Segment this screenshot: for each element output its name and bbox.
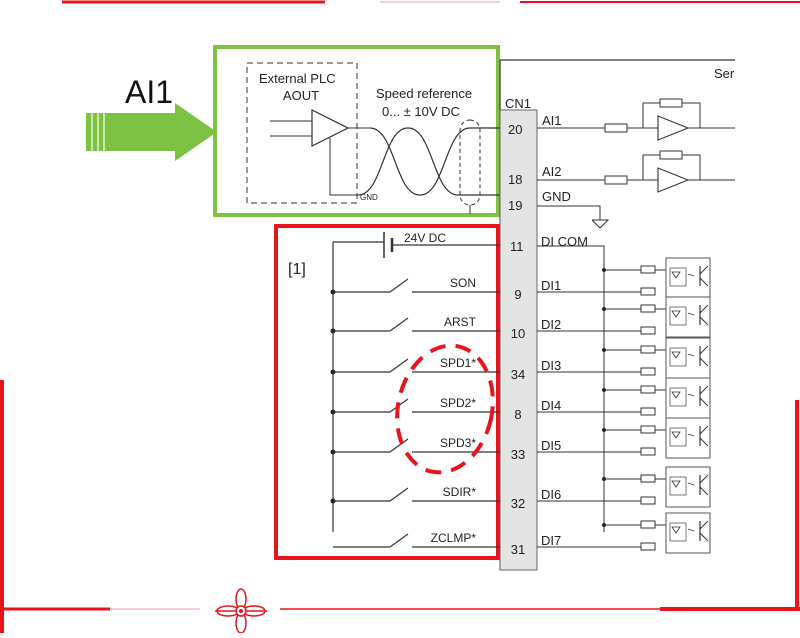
optocoupler-icon bbox=[665, 257, 711, 299]
speed-range-label: 0... ± 10V DC bbox=[382, 104, 460, 119]
pin-number: 10 bbox=[511, 326, 525, 341]
cn1-label: CN1 bbox=[505, 96, 531, 111]
gnd-small-label: GND bbox=[360, 193, 378, 202]
optocoupler-icon bbox=[665, 512, 711, 554]
di-label: DI2 bbox=[541, 317, 561, 332]
switch-row: SPD1* 34 DI3 bbox=[330, 337, 711, 382]
pin-number: 32 bbox=[511, 496, 525, 511]
optocoupler-icon bbox=[665, 377, 711, 419]
plc-highlight-box bbox=[213, 45, 500, 217]
ai1-big-label: AI1 bbox=[125, 74, 173, 110]
di-label: DI1 bbox=[541, 278, 561, 293]
pin-number: 8 bbox=[514, 407, 521, 422]
pin-signal: AI1 bbox=[542, 113, 562, 128]
dicom-pin-number: 11 bbox=[510, 239, 524, 254]
ai1-arrow-icon bbox=[86, 103, 217, 161]
di-highlight-box bbox=[274, 224, 500, 560]
cable-shield bbox=[459, 119, 481, 206]
switch-contact-icon bbox=[389, 438, 409, 453]
optocoupler-icon bbox=[665, 466, 711, 508]
switch-contact-icon bbox=[389, 533, 409, 548]
spd-highlight-ellipse bbox=[395, 343, 495, 475]
pin-number: 34 bbox=[511, 367, 525, 382]
crosshair-propeller-icon bbox=[215, 588, 267, 634]
plc-dashed-box bbox=[246, 62, 358, 204]
di-label: DI6 bbox=[541, 487, 561, 502]
switch-contact-icon bbox=[389, 317, 409, 332]
switch-row: SDIR* 32 DI6 bbox=[330, 466, 711, 511]
pin-number: 33 bbox=[511, 447, 525, 462]
switch-row: ZCLMP* 31 DI7 bbox=[333, 512, 711, 557]
cn1-connector bbox=[499, 109, 538, 571]
pin-number: 9 bbox=[514, 287, 521, 302]
optocoupler-icon bbox=[665, 296, 711, 338]
switch-row: SPD2* 8 DI4 bbox=[330, 377, 711, 422]
aout-label: AOUT bbox=[283, 88, 319, 103]
pin-number: 20 bbox=[508, 122, 522, 137]
switch-label: SPD3* bbox=[440, 436, 476, 450]
di-label: DI4 bbox=[541, 398, 561, 413]
switch-label: SON bbox=[450, 276, 476, 290]
optocoupler-icon bbox=[665, 337, 711, 379]
analog-pin-labels: 20 AI1 18 AI2 19 GND bbox=[508, 113, 571, 213]
analog-inputs bbox=[537, 98, 735, 229]
switch-contact-icon bbox=[389, 278, 409, 293]
v24-label: 24V DC bbox=[404, 231, 446, 245]
pin-signal: GND bbox=[542, 189, 571, 204]
switch-label: SPD1* bbox=[440, 356, 476, 370]
switch-label: ZCLMP* bbox=[431, 531, 477, 545]
dicom-label: DI COM bbox=[541, 234, 588, 249]
switch-row: ARST 10 DI2 bbox=[330, 296, 711, 341]
pin-signal: AI2 bbox=[542, 164, 562, 179]
di-label: DI7 bbox=[541, 533, 561, 548]
switch-contact-icon bbox=[389, 358, 409, 373]
switch-label: SDIR* bbox=[443, 485, 477, 499]
bracket-1-label: [1] bbox=[288, 261, 306, 278]
servo-partial-label: Ser bbox=[714, 66, 735, 81]
optocoupler-icon bbox=[665, 417, 711, 459]
plc-output-amp-icon bbox=[311, 109, 350, 147]
switch-row: SON 9 DI1 bbox=[330, 257, 711, 302]
switch-row: SPD3* 33 DI5 bbox=[330, 417, 711, 462]
di-label: DI5 bbox=[541, 438, 561, 453]
pin-number: 31 bbox=[511, 542, 525, 557]
external-plc-label: External PLC bbox=[259, 71, 336, 86]
di-label: DI3 bbox=[541, 358, 561, 373]
switch-contact-icon bbox=[389, 487, 409, 502]
pin-number: 19 bbox=[508, 198, 522, 213]
switch-label: ARST bbox=[444, 315, 477, 329]
switch-label: SPD2* bbox=[440, 396, 476, 410]
pin-number: 18 bbox=[508, 172, 522, 187]
speed-reference-label: Speed reference bbox=[376, 86, 472, 101]
